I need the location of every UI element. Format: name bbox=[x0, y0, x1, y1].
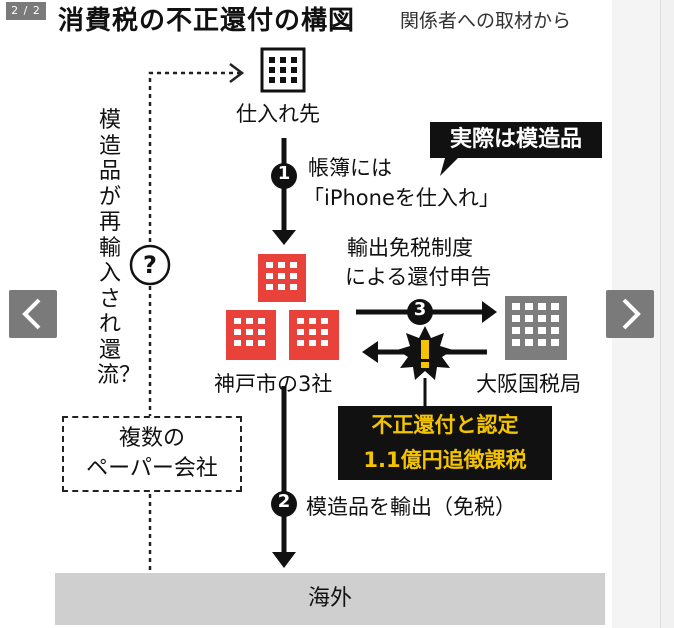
reimport-vertical-text: 模造品が再輸入され還流？ bbox=[97, 108, 142, 388]
fraud-callout-line1: 不正還付と認定 bbox=[371, 413, 519, 437]
arrow-step3-head bbox=[482, 301, 497, 323]
paper-companies-box: 複数の ペーパー会社 bbox=[62, 416, 242, 492]
question-icon bbox=[129, 244, 171, 286]
supplier-label: 仕入れ先 bbox=[236, 102, 320, 126]
chevron-left-icon bbox=[22, 298, 41, 330]
step2-text: 模造品を輸出（免税） bbox=[306, 495, 516, 519]
kobe-companies-label: 神戸市の3社 bbox=[214, 372, 333, 396]
step3-number: 3 bbox=[413, 299, 427, 320]
step1-text-line2: 「iPhoneを仕入れ」 bbox=[303, 186, 500, 210]
warning-icon bbox=[397, 326, 453, 380]
step2-number: 2 bbox=[277, 491, 291, 512]
overseas-band: 海外 bbox=[55, 573, 605, 625]
step1-badge bbox=[271, 163, 297, 189]
step3-text-line1: 輸出免税制度 bbox=[347, 236, 473, 260]
page-subtitle: 関係者への取材から bbox=[400, 10, 572, 32]
arrow-step2-head bbox=[272, 552, 296, 568]
reimport-loop-line bbox=[148, 71, 240, 570]
step3-text-line2: による還付申告 bbox=[345, 265, 492, 289]
fraud-callout-line2: 1.1億円追徴課税 bbox=[363, 448, 527, 472]
paper-companies-line2: ペーパー会社 bbox=[86, 456, 218, 481]
question-mark: ? bbox=[143, 251, 157, 279]
arrow-refund-head bbox=[362, 341, 378, 363]
tax-bureau-label: 大阪国税局 bbox=[476, 372, 581, 396]
step2-badge bbox=[271, 491, 297, 517]
reality-callout: 実際は模造品 bbox=[430, 122, 602, 158]
arrow-step1-head bbox=[272, 230, 296, 245]
building-icon bbox=[505, 296, 567, 360]
step1-text-line1: 帳簿には bbox=[308, 156, 392, 180]
next-slide-button[interactable] bbox=[606, 290, 654, 338]
prev-slide-button[interactable] bbox=[9, 290, 57, 338]
reality-callout-tail bbox=[440, 158, 458, 176]
page-title: 消費税の不正還付の構図 bbox=[58, 6, 356, 36]
paper-companies-line1: 複数の bbox=[118, 426, 185, 451]
step1-number: 1 bbox=[277, 163, 291, 184]
loop-arrowhead bbox=[229, 63, 245, 83]
fraud-callout: 不正還付と認定 1.1億円追徴課税 bbox=[338, 406, 552, 480]
building-icon bbox=[260, 47, 306, 93]
step3-badge bbox=[407, 299, 433, 325]
chevron-right-icon bbox=[622, 298, 641, 330]
slide-counter: 2 / 2 bbox=[6, 2, 46, 20]
building-windows bbox=[234, 262, 328, 346]
